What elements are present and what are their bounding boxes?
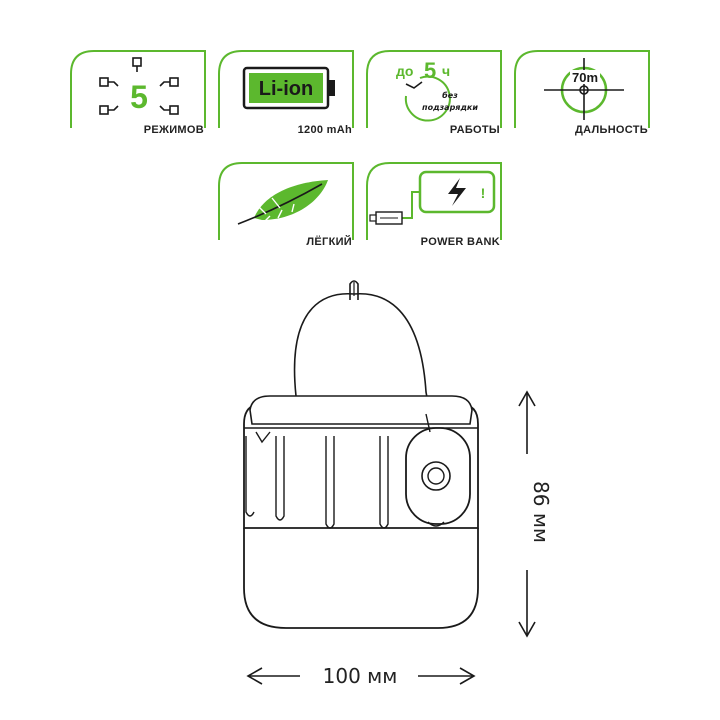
feather-icon — [237, 180, 328, 225]
clock-icon: до 5 ч без подзарядки — [396, 58, 478, 122]
feature-power-bank: ! POWER BANK — [364, 160, 504, 248]
badge-frame — [218, 50, 354, 128]
power-bank-symbol: ! — [481, 185, 486, 201]
runtime-note-1: без — [442, 90, 458, 100]
feature-label: 1200 mAh — [297, 124, 352, 136]
feature-label: ДАЛЬНОСТЬ — [574, 124, 648, 136]
height-label: 86 мм — [529, 481, 553, 543]
badge-frame — [70, 50, 206, 128]
lantern-lid — [249, 395, 473, 425]
badge-frame — [514, 50, 650, 128]
runtime-unit: ч — [442, 63, 450, 79]
feature-modes: 5 РЕЖИМОВ — [68, 48, 208, 136]
badge-frame — [366, 50, 502, 128]
feature-runtime: до 5 ч без подзарядки РАБОТЫ — [364, 48, 504, 136]
runtime-note-2: подзарядки — [422, 103, 478, 112]
battery-icon: Li-ion — [242, 66, 335, 110]
power-bank-icon: ! — [369, 170, 496, 225]
feature-range: 70m ДАЛЬНОСТЬ — [512, 48, 652, 136]
badge-frame — [218, 162, 354, 240]
modes-icon: 5 — [99, 57, 179, 115]
feature-weight: ЛЁГКИЙ — [216, 160, 356, 248]
feature-battery: Li-ion 1200 mAh — [216, 48, 356, 136]
feature-label: РЕЖИМОВ — [143, 124, 204, 136]
width-label: 100 мм — [323, 664, 398, 688]
lantern-base — [243, 528, 479, 629]
height-dimension: 86 мм — [518, 390, 553, 638]
hanging-hook — [349, 280, 359, 300]
modes-count: 5 — [130, 79, 148, 115]
feature-label: ЛЁГКИЙ — [306, 236, 352, 248]
body-ribs — [245, 436, 389, 529]
range-value: 70m — [572, 70, 598, 85]
battery-type: Li-ion — [259, 78, 313, 100]
feature-label: POWER BANK — [420, 236, 500, 248]
runtime-prefix: до — [396, 63, 413, 79]
crosshair-icon: 70m — [544, 58, 624, 120]
feature-label: РАБОТЫ — [449, 124, 500, 136]
badge-frame — [366, 162, 502, 240]
width-dimension: 100 мм — [246, 664, 476, 688]
